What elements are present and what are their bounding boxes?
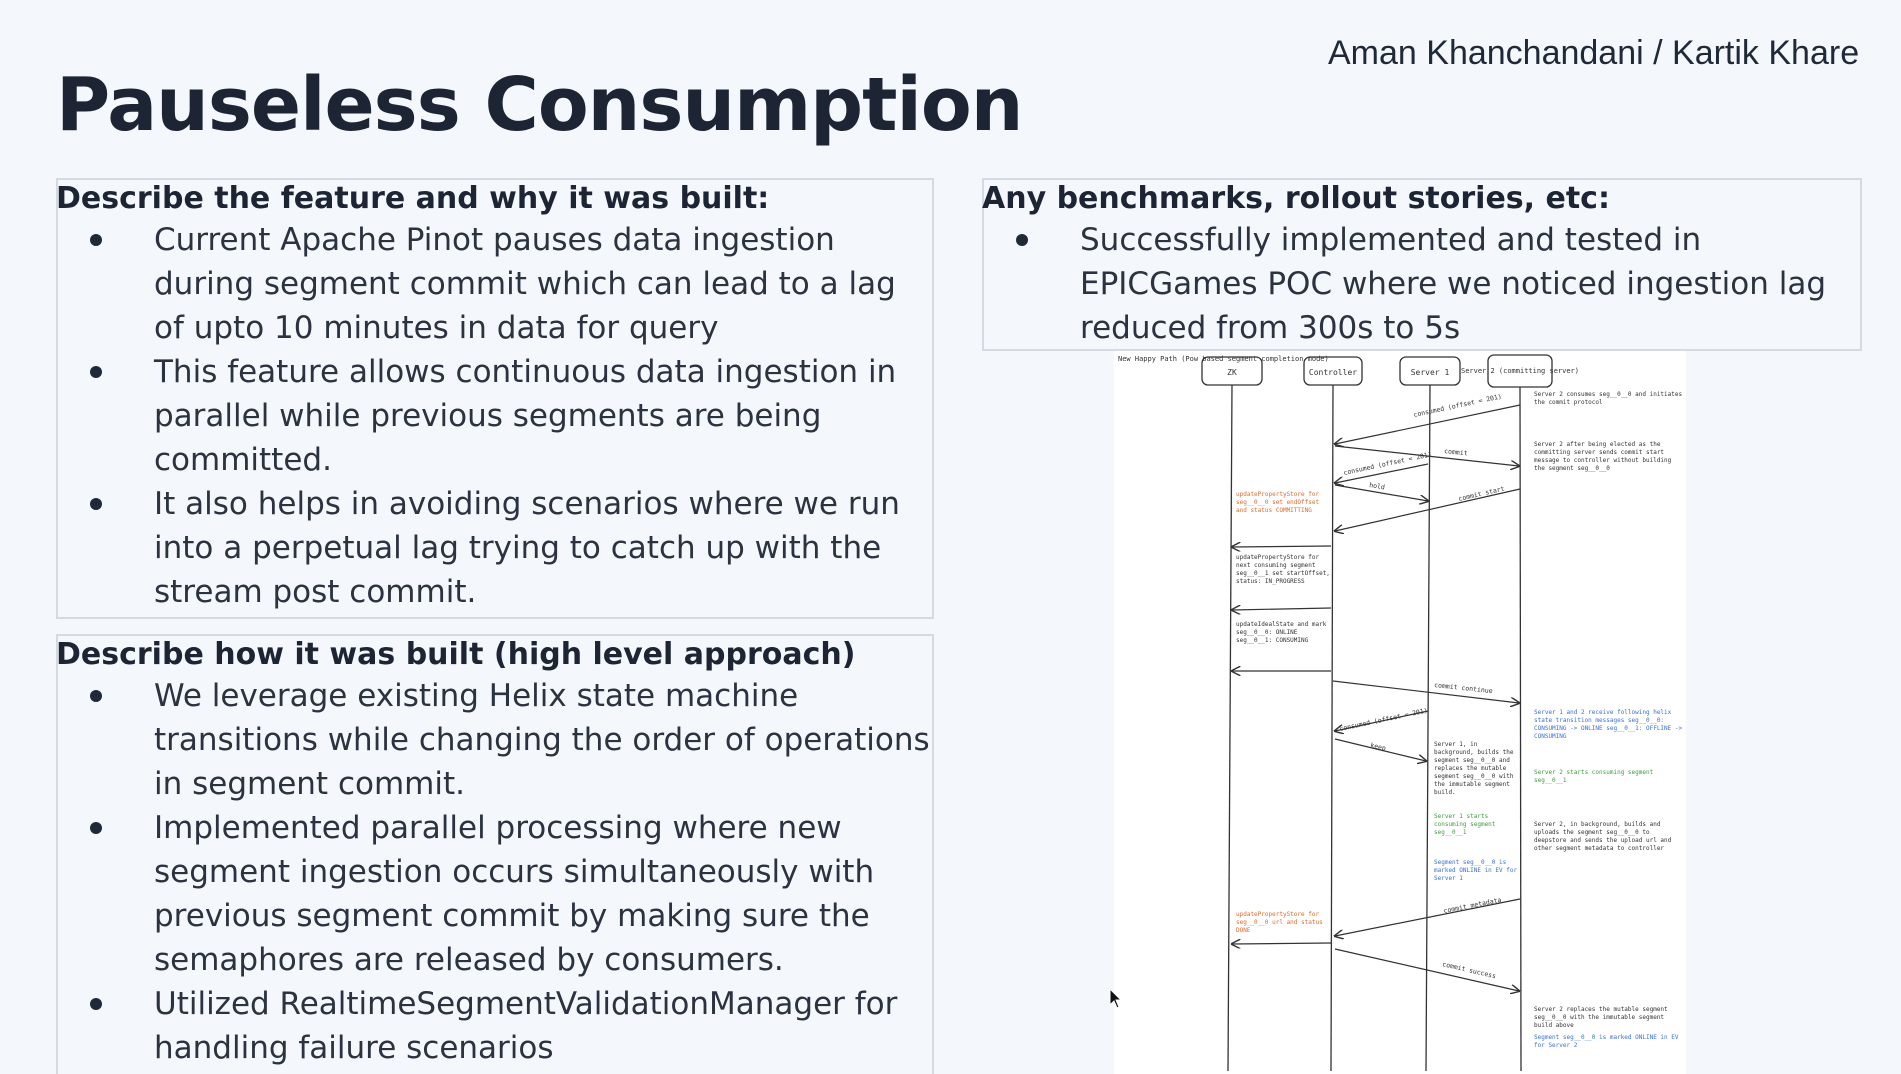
participant-server1: Server 1 [1399,356,1461,386]
how-bullet: Implemented parallel processing where ne… [58,806,932,982]
feature-section: Describe the feature and why it was buil… [56,178,934,619]
mouse-cursor-icon [1109,988,1123,1009]
svg-text:consumed (offset = 201): consumed (offset = 201) [1413,392,1503,419]
svg-text:consumed (offset = 201): consumed (offset = 201) [1339,706,1429,733]
slide-title: Pauseless Consumption [56,62,1023,148]
participant-server2: Server 2 (committing server) [1461,354,1579,388]
svg-text:Server 1: Server 1 [1411,368,1450,377]
feature-bullet-list: Current Apache Pinot pauses data ingesti… [58,218,932,614]
how-bullet: We leverage existing Helix state machine… [58,674,932,806]
svg-text:commit: commit [1444,447,1468,457]
benchmarks-bullet-list: Successfully implemented and tested in E… [984,218,1860,350]
how-heading: Describe how it was built (high level ap… [56,637,856,672]
how-section: Describe how it was built (high level ap… [56,634,934,1074]
svg-text:hold: hold [1369,481,1386,491]
svg-text:commit success: commit success [1442,960,1497,980]
svg-text:ZK: ZK [1227,368,1237,377]
svg-text:commit start: commit start [1458,485,1506,503]
svg-text:commit continue: commit continue [1434,681,1493,695]
benchmarks-section: Any benchmarks, rollout stories, etc: Su… [982,178,1862,351]
svg-text:Server 2 (committing server): Server 2 (committing server) [1461,367,1579,375]
svg-text:Controller: Controller [1309,368,1357,377]
diagram-caption: New Happy Path (Pow based segment comple… [1118,355,1329,363]
feature-bullet: Current Apache Pinot pauses data ingesti… [58,218,932,350]
how-bullet-list: We leverage existing Helix state machine… [58,674,932,1070]
benchmarks-heading: Any benchmarks, rollout stories, etc: [982,181,1610,216]
how-bullet: Utilized RealtimeSegmentValidationManage… [58,982,932,1070]
svg-text:keep: keep [1370,741,1387,752]
sequence-diagram: New Happy Path (Pow based segment comple… [1114,351,1686,1074]
svg-text:consumed (offset = 201): consumed (offset = 201) [1343,450,1433,477]
feature-bullet: It also helps in avoiding scenarios wher… [58,482,932,614]
feature-heading: Describe the feature and why it was buil… [56,181,770,216]
authors: Aman Khanchandani / Kartik Khare [1328,34,1860,72]
feature-bullet: This feature allows continuous data inge… [58,350,932,482]
benchmarks-bullet: Successfully implemented and tested in E… [984,218,1860,350]
